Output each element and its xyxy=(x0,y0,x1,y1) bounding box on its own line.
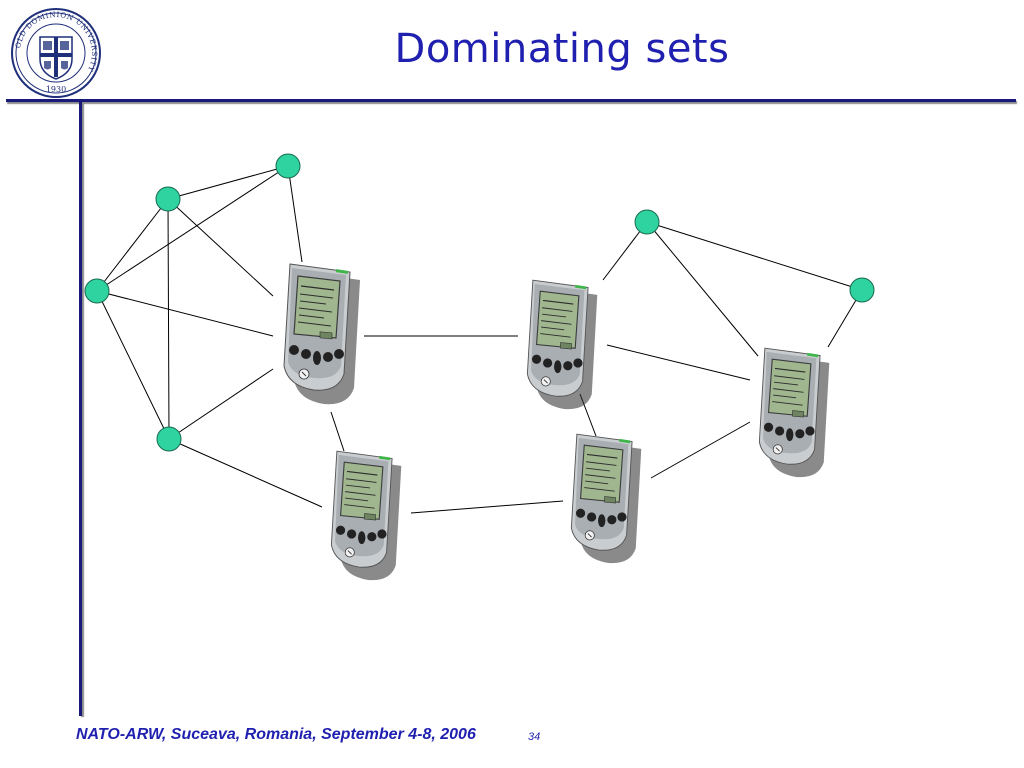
pda-device-node xyxy=(330,450,402,581)
edge xyxy=(650,421,751,479)
edge xyxy=(646,221,759,357)
edge xyxy=(287,165,303,263)
edge xyxy=(96,198,169,292)
graph-node xyxy=(634,209,660,235)
university-seal-logo: OLD DOMINION UNIVERSITY 1930 xyxy=(10,7,102,99)
edge xyxy=(330,411,345,452)
edge xyxy=(410,500,564,514)
seal-year: 1930 xyxy=(46,85,66,94)
graph-node xyxy=(155,186,181,212)
graph-node xyxy=(275,153,301,179)
edge xyxy=(606,344,751,381)
graph-node xyxy=(156,426,182,452)
edge xyxy=(96,165,289,292)
pda-device-node xyxy=(283,263,361,405)
graph-node xyxy=(849,277,875,303)
edge xyxy=(96,290,170,440)
slide-footer: NATO-ARW, Suceava, Romania, September 4-… xyxy=(76,726,476,743)
graph-node xyxy=(84,278,110,304)
circle-nodes xyxy=(84,153,875,452)
pda-device-node xyxy=(758,347,830,478)
edge xyxy=(646,221,863,291)
edge xyxy=(167,198,170,440)
title-divider xyxy=(6,99,1016,102)
edge xyxy=(96,290,274,337)
left-margin-rule xyxy=(79,102,82,716)
edge xyxy=(167,198,274,297)
edge xyxy=(168,438,323,508)
device-nodes xyxy=(283,263,830,581)
edge xyxy=(167,165,289,200)
page-number: 34 xyxy=(528,731,541,743)
graph-edges xyxy=(96,165,863,514)
pda-device-node xyxy=(526,279,598,410)
slide-title: Dominating sets xyxy=(394,26,730,72)
pda-device-node xyxy=(570,433,642,564)
edge xyxy=(168,368,274,440)
